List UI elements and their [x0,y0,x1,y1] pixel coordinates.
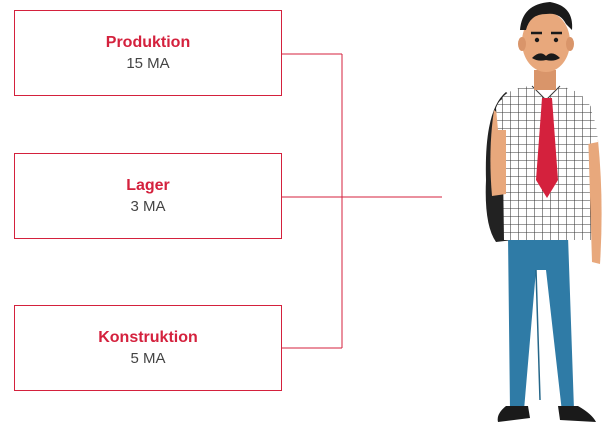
unit-box-produktion: Produktion 15 MA [14,10,282,96]
right-shoe [558,406,596,422]
unit-box-konstruktion: Konstruktion 5 MA [14,305,282,391]
unit-name: Konstruktion [98,328,198,346]
pants [508,236,574,412]
tie [536,98,558,198]
unit-count: 5 MA [130,349,166,367]
unit-count: 15 MA [126,54,170,72]
man-with-backpack-illustration [485,2,602,422]
left-arm [490,110,506,196]
right-arm [588,130,602,264]
unit-count: 3 MA [130,197,166,215]
unit-name: Produktion [105,33,191,51]
unit-box-lager: Lager 3 MA [14,153,282,239]
mustache [532,53,560,61]
hair [520,2,573,30]
left-shoe [497,406,530,422]
unit-name: Lager [126,176,170,194]
